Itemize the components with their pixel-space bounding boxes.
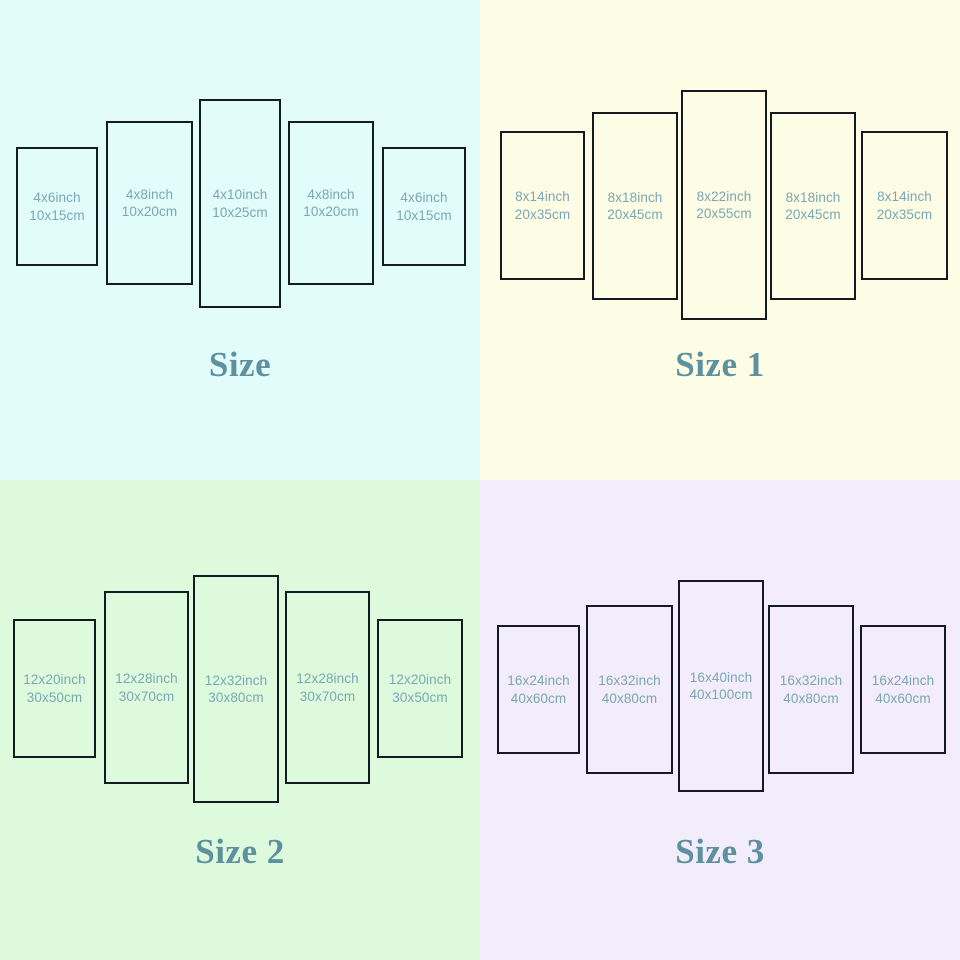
canvas-panel: 16x32inch 40x80cm [768,605,854,774]
size-caption: Size [208,345,272,384]
canvas-panel: 12x20inch 30x50cm [377,619,463,758]
panel-size-inch: 12x28inch [296,671,359,687]
panel-size-inch: 4x8inch [125,186,174,202]
panel-size-cm: 20x35cm [514,206,571,222]
canvas-panel: 4x8inch 10x20cm [288,121,374,285]
panel-size-inch: 8x14inch [515,189,570,205]
panel-size-label: 12x20inch 30x50cm [23,671,85,706]
panel-size-inch: 16x40inch [689,669,753,685]
size-chart-pane-size-1: 8x14inch 20x35cm 8x18inch 20x45cm 8x22in… [480,0,960,480]
canvas-panel: 12x32inch 30x80cm [193,575,279,803]
canvas-panel: 8x18inch 20x45cm [592,112,678,300]
panel-size-inch: 16x24inch [871,673,935,689]
canvas-panel: 16x24inch 40x60cm [497,625,580,754]
panel-size-label: 4x6inch 10x15cm [396,189,451,224]
panel-size-cm: 40x100cm [689,687,753,702]
canvas-panel: 4x10inch 10x25cm [199,99,281,308]
panel-size-label: 8x22inch 20x55cm [696,188,751,223]
panel-size-label: 8x14inch 20x35cm [877,188,932,223]
size-chart-pane-size-2: 12x20inch 30x50cm 12x28inch 30x70cm 12x3… [0,480,480,960]
canvas-panel: 12x28inch 30x70cm [104,591,189,784]
panel-size-label: 8x14inch 20x35cm [515,188,570,223]
size-chart-pane-size: 4x6inch 10x15cm 4x8inch 10x20cm 4x10inch… [0,0,480,480]
panel-size-cm: 20x45cm [785,207,841,222]
size-caption: Size 1 [675,345,765,384]
panel-size-label: 4x8inch 10x20cm [122,186,177,221]
size-caption: Size 2 [195,832,285,871]
panel-cluster: 4x6inch 10x15cm 4x8inch 10x20cm 4x10inch… [0,0,480,480]
panel-size-cm: 40x80cm [783,690,839,706]
panel-cluster: 8x14inch 20x35cm 8x18inch 20x45cm 8x22in… [480,0,960,480]
panel-size-inch: 4x10inch [212,187,268,203]
canvas-panel: 16x40inch 40x100cm [678,580,764,792]
canvas-panel: 8x18inch 20x45cm [770,112,856,300]
panel-size-label: 16x32inch 40x80cm [780,672,842,707]
panel-size-inch: 8x18inch [607,189,663,205]
panel-size-inch: 4x6inch [33,190,81,206]
canvas-panel: 12x20inch 30x50cm [13,619,96,758]
panel-size-cm: 30x50cm [392,689,448,705]
panel-size-cm: 20x35cm [876,206,933,222]
panel-size-label: 4x8inch 10x20cm [303,186,358,221]
panel-size-inch: 8x14inch [877,189,932,205]
canvas-panel: 4x6inch 10x15cm [16,147,98,266]
panel-size-label: 12x28inch 30x70cm [115,670,177,705]
panel-size-label: 12x28inch 30x70cm [296,670,358,705]
panel-size-cm: 40x60cm [510,690,567,706]
panel-size-inch: 12x20inch [23,672,86,688]
panel-size-label: 4x10inch 10x25cm [212,186,267,221]
panel-size-inch: 12x20inch [388,672,452,688]
panel-size-inch: 16x24inch [507,673,570,689]
panel-size-cm: 30x70cm [299,688,356,704]
panel-size-label: 12x32inch 30x80cm [205,672,267,707]
canvas-panel: 16x32inch 40x80cm [586,605,673,774]
panel-size-inch: 12x28inch [115,671,178,687]
canvas-panel: 4x8inch 10x20cm [106,121,193,285]
panel-size-inch: 16x32inch [779,673,843,689]
canvas-panel: 16x24inch 40x60cm [860,625,946,754]
panel-cluster: 16x24inch 40x60cm 16x32inch 40x80cm 16x4… [480,480,960,960]
panel-size-cm: 10x20cm [121,204,178,219]
panel-size-inch: 12x32inch [204,672,268,688]
panel-size-label: 16x24inch 40x60cm [507,672,569,707]
panel-size-label: 16x24inch 40x60cm [872,672,934,707]
panel-size-cm: 20x45cm [607,207,663,222]
panel-size-cm: 10x20cm [303,204,359,219]
canvas-panel: 12x28inch 30x70cm [285,591,370,784]
panel-size-cm: 40x80cm [601,690,658,706]
panel-size-label: 8x18inch 20x45cm [785,189,840,224]
panel-size-cm: 40x60cm [875,690,931,706]
panel-size-inch: 8x22inch [696,188,752,204]
panel-size-cm: 10x25cm [212,204,268,220]
panel-size-inch: 8x18inch [785,189,841,205]
panel-size-cm: 20x55cm [696,206,752,221]
panel-size-cm: 10x15cm [396,207,452,223]
canvas-panel: 8x22inch 20x55cm [681,90,767,320]
panel-size-label: 12x20inch 30x50cm [389,671,451,706]
panel-cluster: 12x20inch 30x50cm 12x28inch 30x70cm 12x3… [0,480,480,960]
size-caption: Size 3 [675,832,765,871]
panel-size-label: 8x18inch 20x45cm [607,189,662,224]
panel-size-inch: 4x8inch [307,186,355,202]
panel-size-label: 4x6inch 10x15cm [29,189,84,224]
panel-size-label: 16x32inch 40x80cm [598,672,660,707]
panel-size-label: 16x40inch 40x100cm [689,669,752,704]
panel-size-inch: 16x32inch [598,673,661,689]
panel-size-inch: 4x6inch [400,190,448,206]
canvas-panel: 4x6inch 10x15cm [382,147,466,266]
size-chart-pane-size-3: 16x24inch 40x60cm 16x32inch 40x80cm 16x4… [480,480,960,960]
panel-size-cm: 30x50cm [26,689,83,705]
canvas-panel: 8x14inch 20x35cm [500,131,585,280]
panel-size-cm: 30x80cm [208,690,264,705]
panel-size-cm: 30x70cm [118,688,175,704]
panel-size-cm: 10x15cm [29,207,85,223]
canvas-panel: 8x14inch 20x35cm [861,131,948,280]
